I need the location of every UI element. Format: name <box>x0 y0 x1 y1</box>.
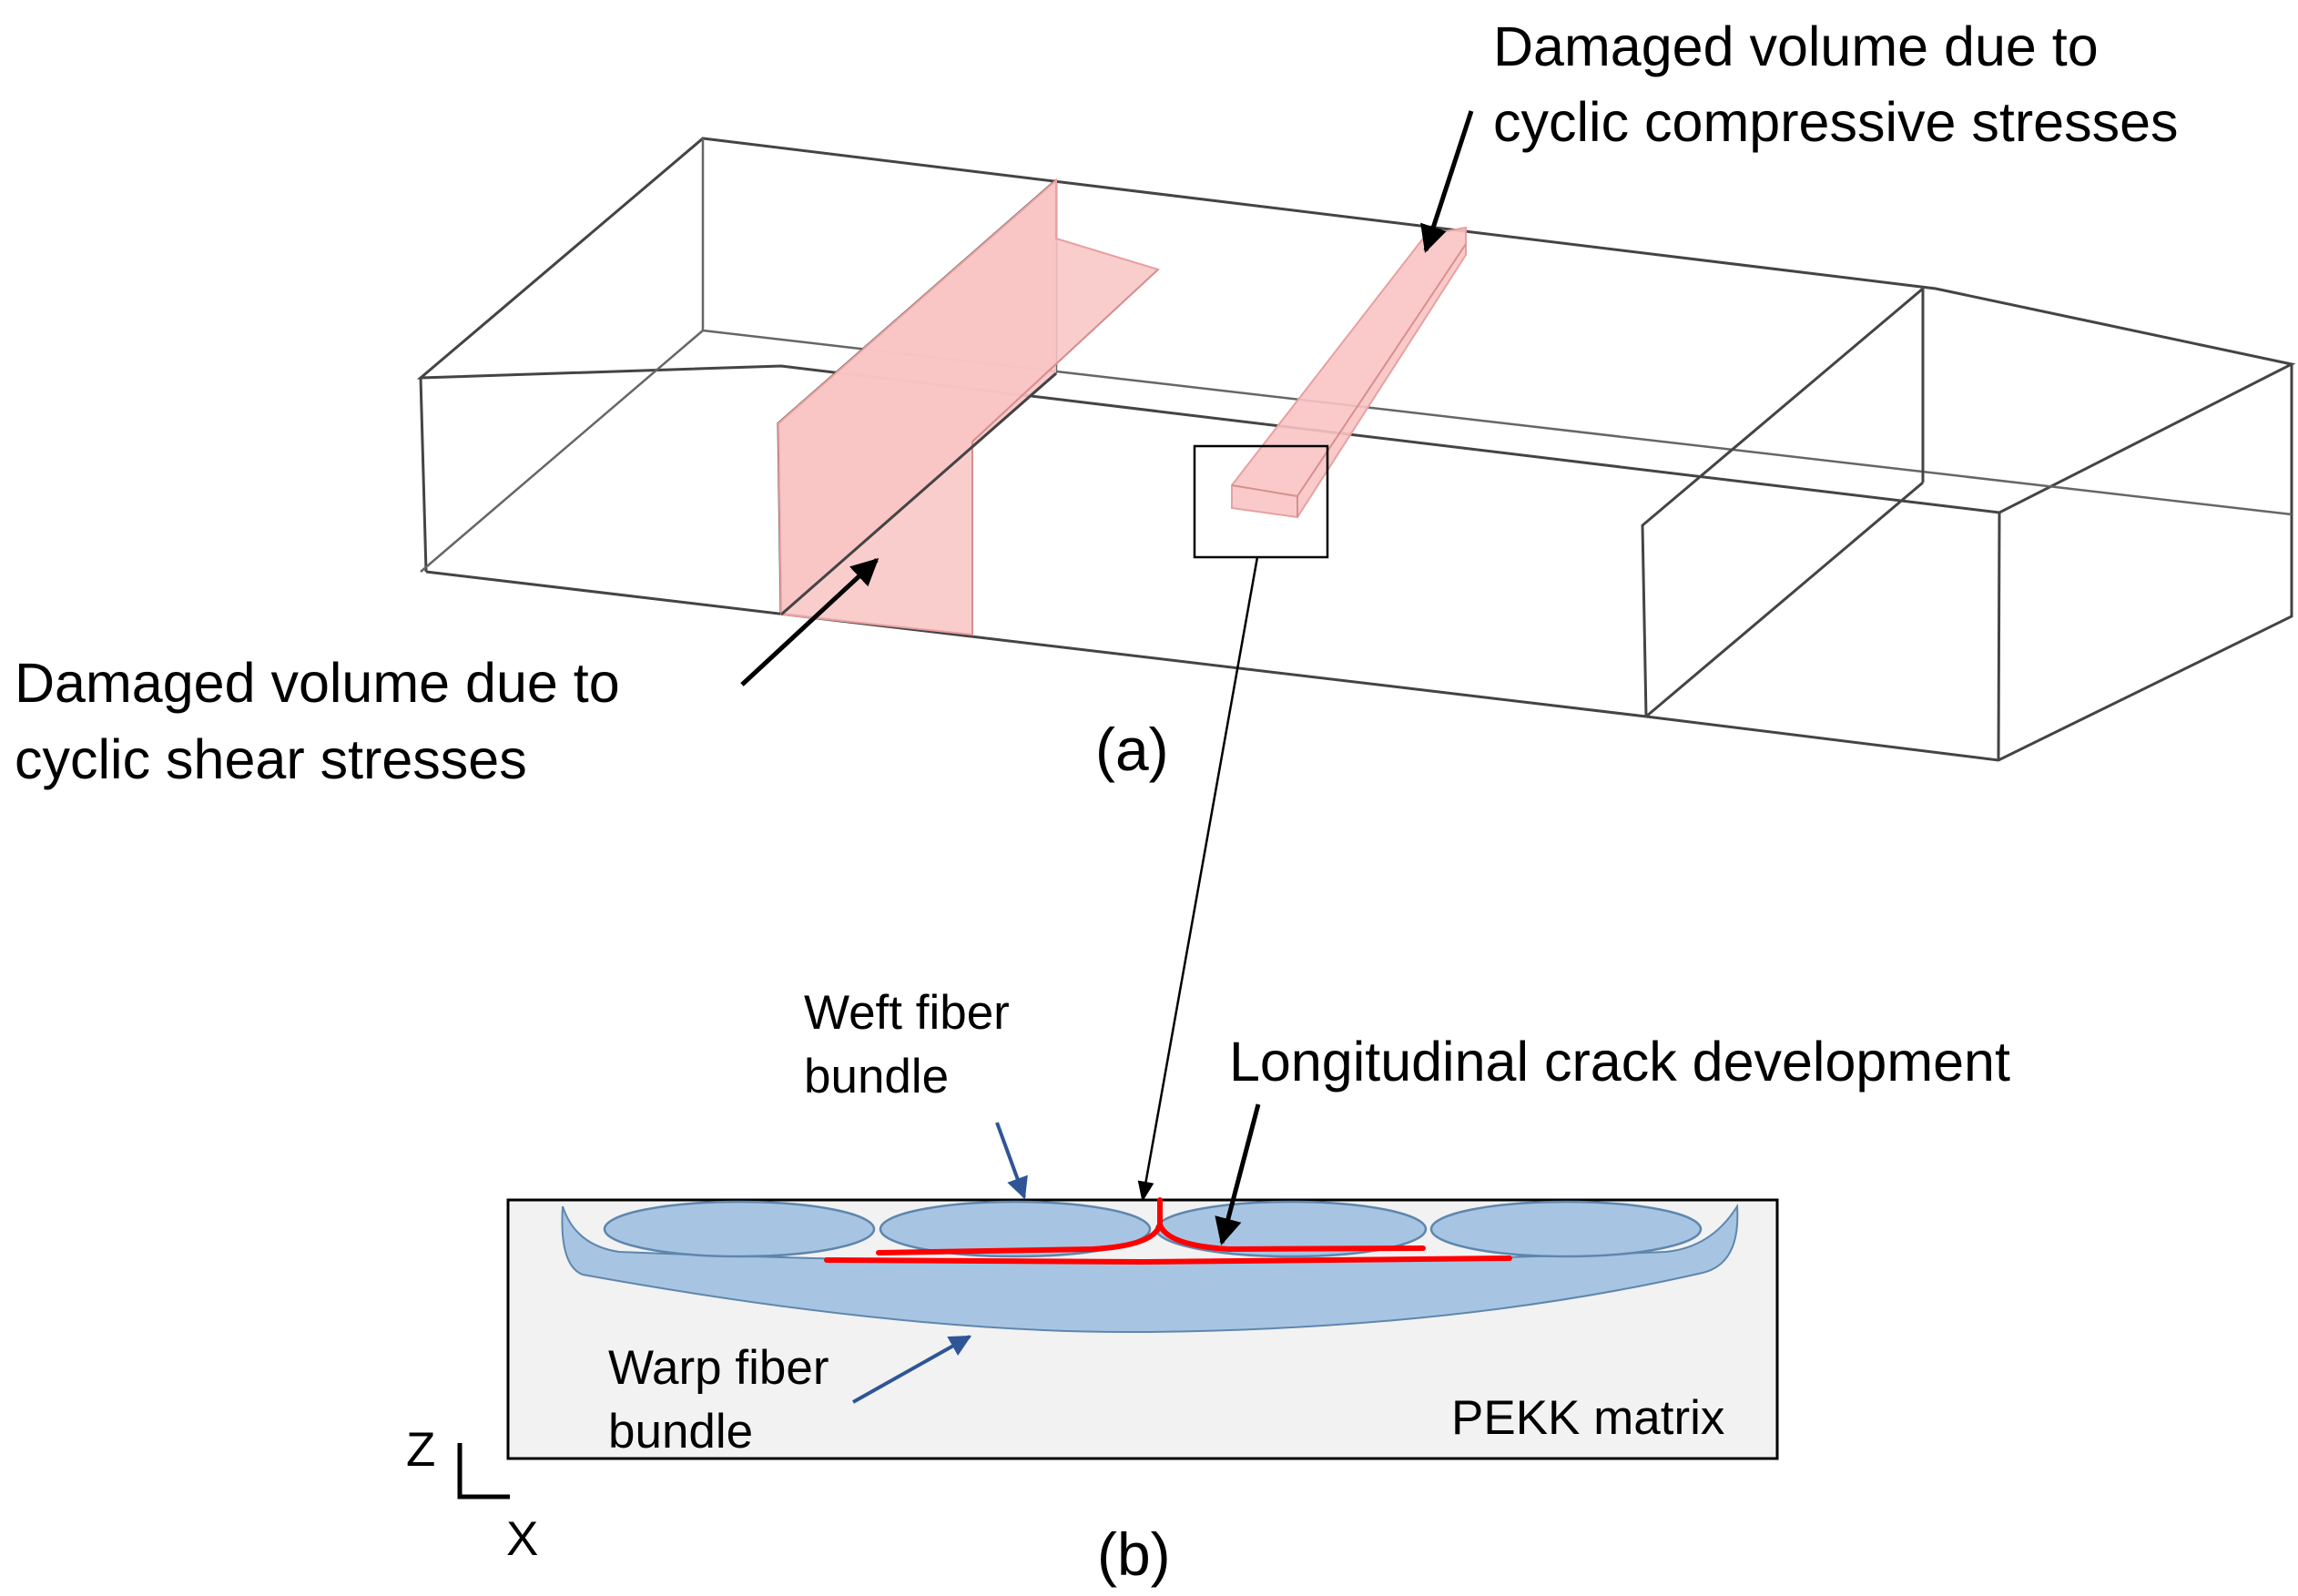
weft-bundle-1 <box>603 1200 876 1258</box>
compressive-label-line2: cyclic compressive stresses <box>1493 91 2179 153</box>
z-axis-label: Z <box>406 1423 435 1477</box>
weft-fiber-bundles <box>603 1200 1703 1258</box>
longitudinal-crack <box>824 1197 1512 1266</box>
specimen-wireframe <box>416 137 2296 762</box>
compressive-pointer-arrow <box>1420 110 1474 253</box>
weft-label-line2: bundle <box>804 1050 949 1103</box>
weft-bundle-4 <box>1429 1200 1703 1258</box>
shear-damage-volume <box>777 178 1160 636</box>
shear-label-line1: Damaged volume due to <box>15 652 620 714</box>
weft-bundle-2 <box>879 1200 1152 1258</box>
warp-label-line2: bundle <box>608 1405 753 1459</box>
compressive-label-line1: Damaged volume due to <box>1493 15 2099 77</box>
caption-a: (a) <box>1095 716 1169 783</box>
caption-b: (b) <box>1097 1520 1171 1588</box>
crack-pointer-arrow <box>1215 1103 1261 1245</box>
x-axis-label: X <box>506 1512 538 1566</box>
weft-label-line1: Weft fiber <box>804 986 1010 1040</box>
zoom-box <box>1193 444 1329 559</box>
coordinate-axes: Z X <box>406 1423 538 1566</box>
warp-pointer-arrow <box>852 1335 972 1404</box>
axes-icon <box>457 1443 510 1499</box>
weft-pointer-arrow <box>995 1122 1028 1200</box>
warp-label-line1: Warp fiber <box>608 1341 829 1395</box>
zoom-leader-line <box>1137 556 1259 1203</box>
compressive-damage-volume <box>1231 226 1467 519</box>
pekk-matrix-label: PEKK matrix <box>1451 1391 1724 1445</box>
shear-pointer-arrow <box>740 557 880 686</box>
shear-label-line2: cyclic shear stresses <box>15 728 527 790</box>
crack-label: Longitudinal crack development <box>1229 1031 2010 1093</box>
